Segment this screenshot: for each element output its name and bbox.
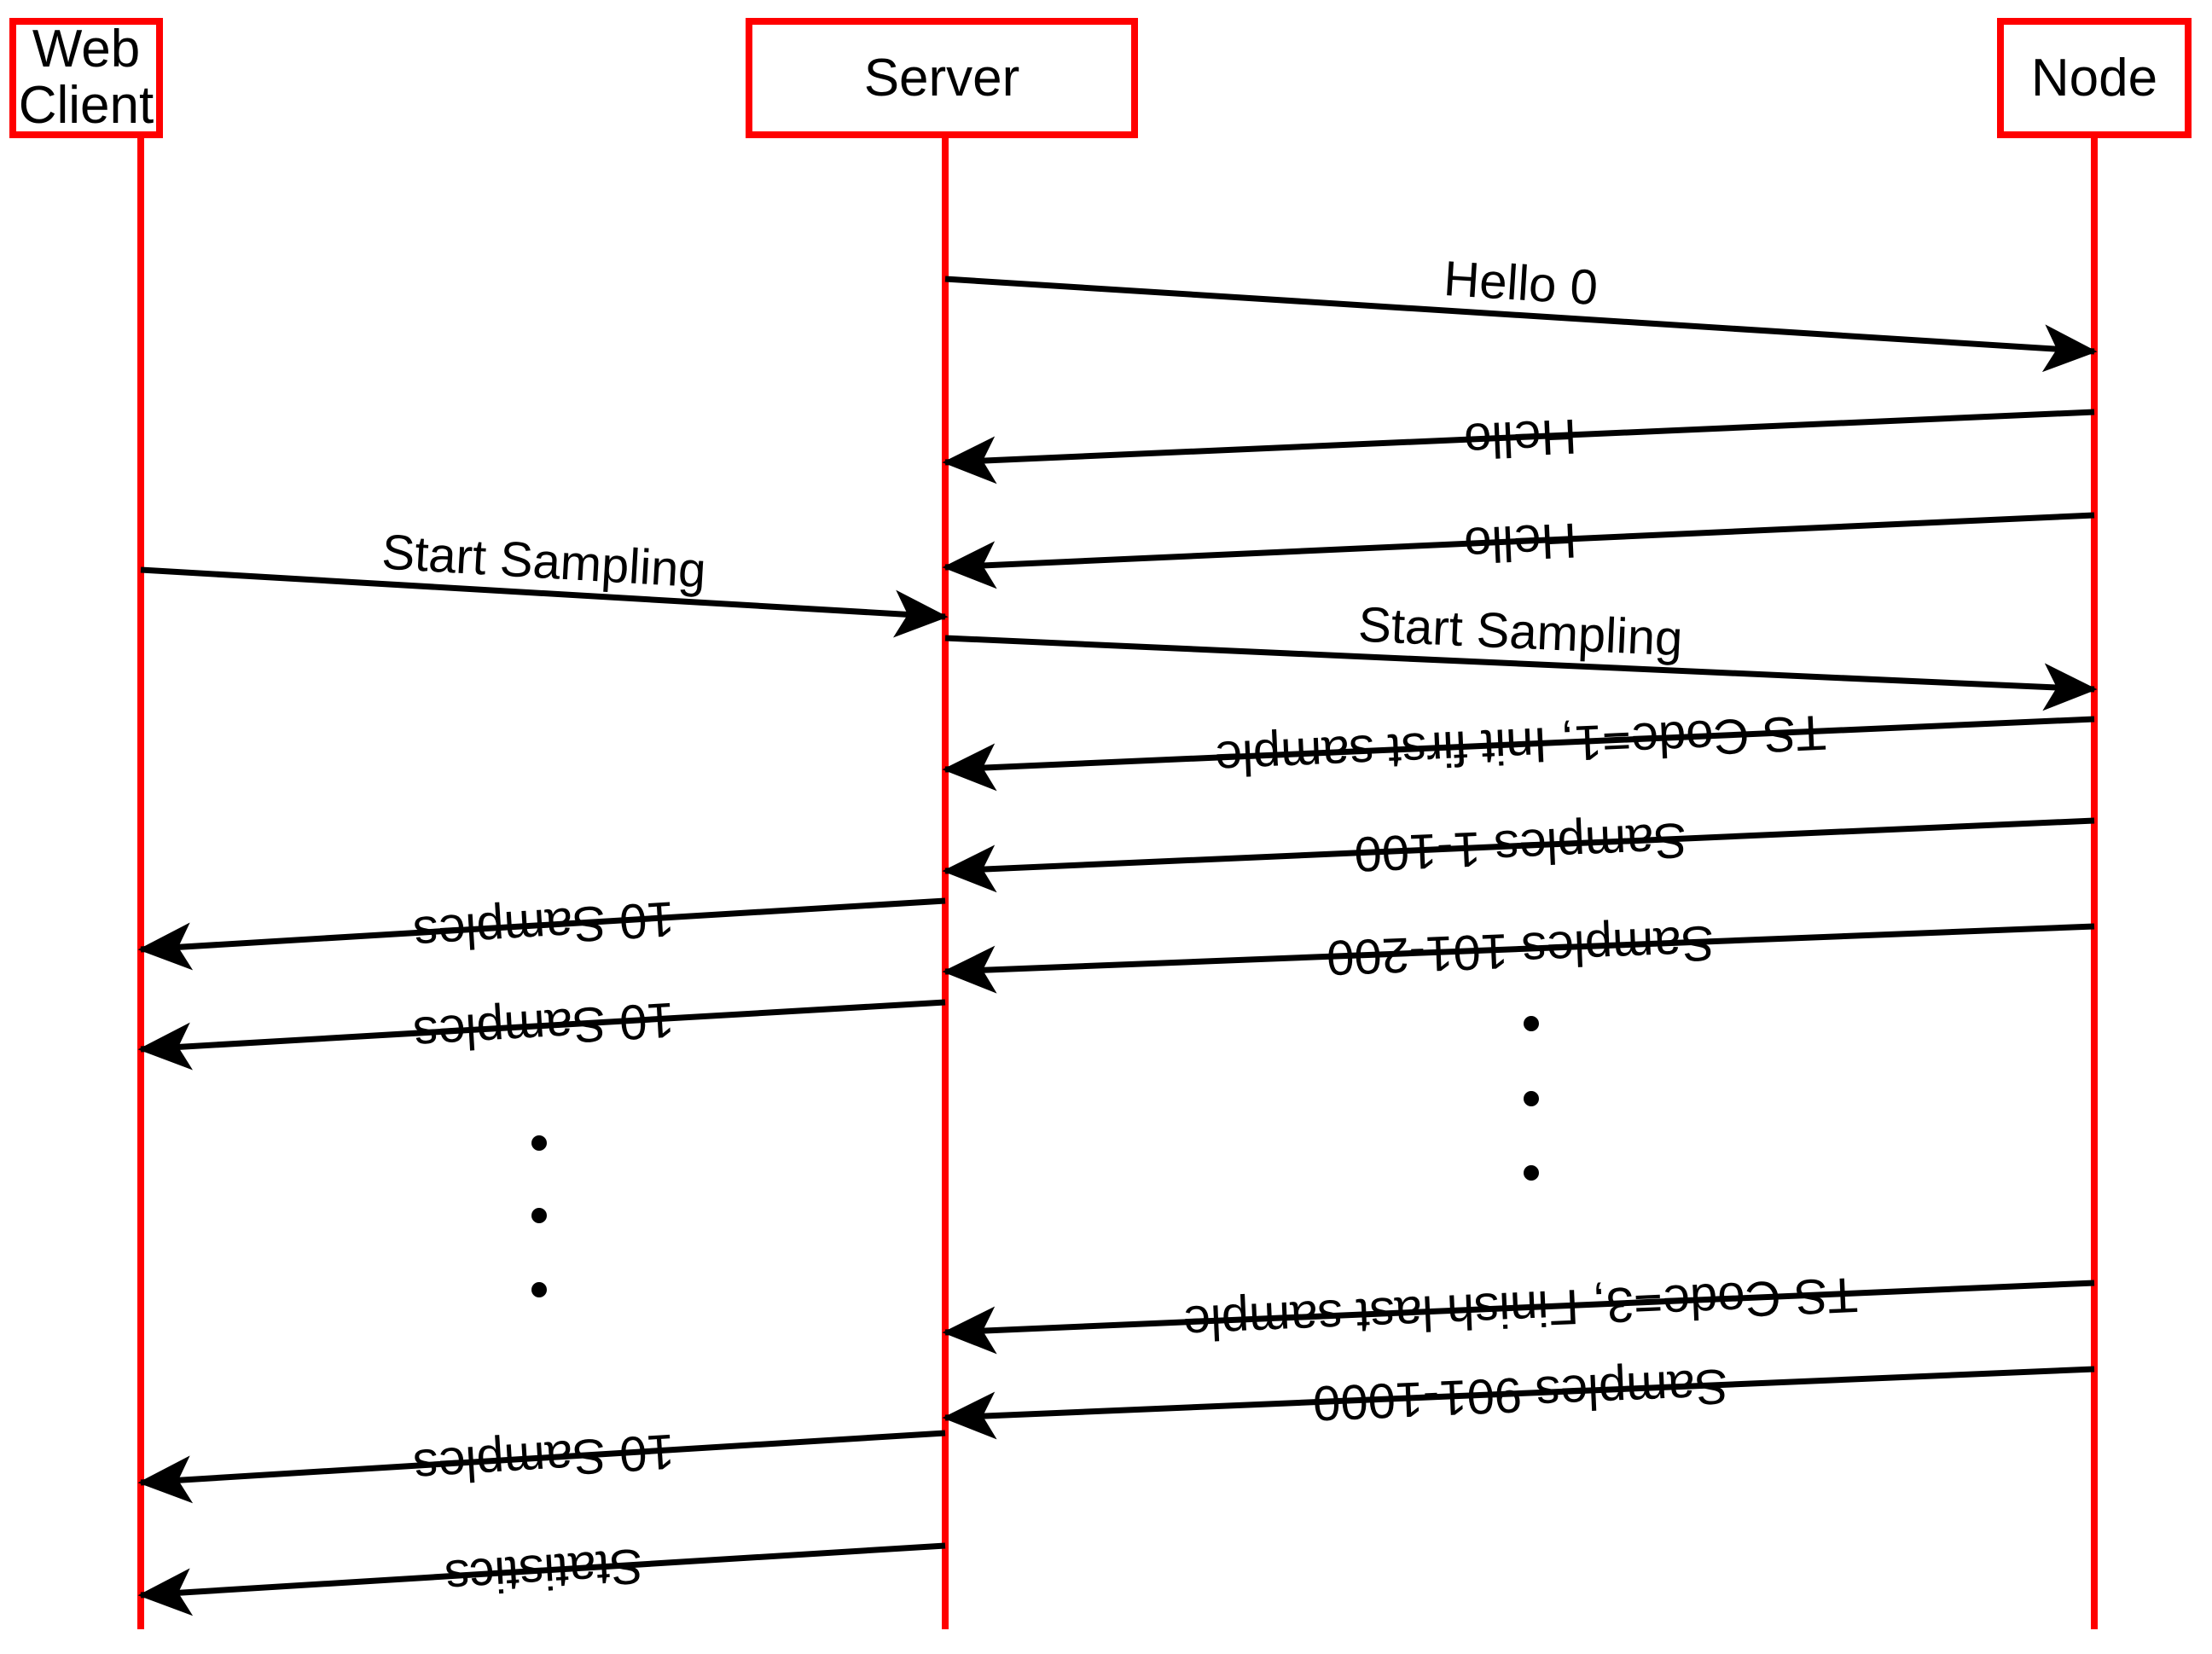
- message-12: Samples 901-1000: [942, 1358, 2095, 1440]
- message-arrow-11: [942, 1280, 2095, 1355]
- actor-server[interactable]: Server: [746, 18, 1138, 138]
- message-14: Statistics: [137, 1538, 946, 1616]
- message-label-10: 10 Samples: [412, 992, 676, 1063]
- actor-label-node: Node: [2031, 49, 2157, 107]
- message-label-13: 10 Samples: [412, 1424, 676, 1495]
- message-label-6: TS Code=1, Init first sample: [1214, 705, 1827, 786]
- message-label-14: Statistics: [444, 1538, 645, 1605]
- message-6: TS Code=1, Init first sample: [942, 705, 2095, 792]
- message-13: 10 Samples: [137, 1424, 946, 1504]
- right-ellipsis-dot-3: [1524, 1165, 1539, 1181]
- message-arrow-5: [944, 635, 2098, 711]
- actor-box-web-client[interactable]: [9, 18, 163, 138]
- actor-node[interactable]: Node: [1997, 18, 2192, 138]
- message-arrow-2: [942, 409, 2095, 485]
- message-2: Hello: [942, 409, 2095, 485]
- actor-box-server[interactable]: [746, 18, 1138, 138]
- message-arrow-1: [944, 276, 2098, 373]
- left-ellipsis-dot-2: [531, 1208, 547, 1223]
- message-arrow-8: [137, 897, 946, 971]
- message-3: Hello: [942, 512, 2095, 589]
- right-ellipsis-dot-1: [1524, 1016, 1539, 1031]
- message-label-8: 10 Samples: [412, 891, 676, 961]
- message-9: Samples 101-200: [942, 915, 2095, 994]
- message-8: 10 Samples: [137, 891, 946, 971]
- message-label-9: Samples 101-200: [1326, 915, 1716, 986]
- message-label-3: Hello: [1463, 513, 1578, 573]
- actor-box-node[interactable]: [1997, 18, 2192, 138]
- message-arrow-13: [137, 1430, 946, 1504]
- message-arrow-12: [942, 1366, 2095, 1440]
- message-arrow-4: [140, 566, 949, 638]
- message-label-12: Samples 901-1000: [1312, 1358, 1729, 1431]
- message-4: Start Sampling: [140, 525, 949, 638]
- message-1: Hello 0: [944, 251, 2098, 373]
- message-label-1: Hello 0: [1443, 251, 1599, 316]
- actor-label-web-client-line2: Client: [19, 76, 154, 135]
- message-11: TS Code=3, Finish last sample: [942, 1267, 2095, 1355]
- message-arrow-7: [942, 817, 2095, 893]
- message-arrow-14: [137, 1542, 946, 1616]
- left-ellipsis-dot-3: [531, 1282, 547, 1297]
- actor-label-web-client-line1: Web: [32, 20, 140, 78]
- message-arrow-9: [942, 923, 2095, 994]
- left-ellipsis-dot-1: [531, 1135, 547, 1151]
- right-ellipsis: [1524, 1016, 1539, 1181]
- message-5: Start Sampling: [944, 597, 2098, 711]
- left-ellipsis: [531, 1135, 547, 1297]
- ellipses-layer: [531, 1016, 1539, 1297]
- message-10: 10 Samples: [137, 992, 946, 1071]
- message-label-2: Hello: [1463, 409, 1578, 469]
- actor-label-server: Server: [864, 49, 1020, 107]
- message-arrow-10: [137, 999, 946, 1071]
- message-arrow-6: [942, 716, 2095, 792]
- message-label-11: TS Code=3, Finish last sample: [1182, 1267, 1859, 1351]
- message-label-7: Samples 1-100: [1353, 812, 1688, 882]
- lifelines-layer: [137, 135, 2098, 1629]
- right-ellipsis-dot-2: [1524, 1091, 1539, 1106]
- message-7: Samples 1-100: [942, 812, 2095, 893]
- message-arrow-3: [942, 512, 2095, 589]
